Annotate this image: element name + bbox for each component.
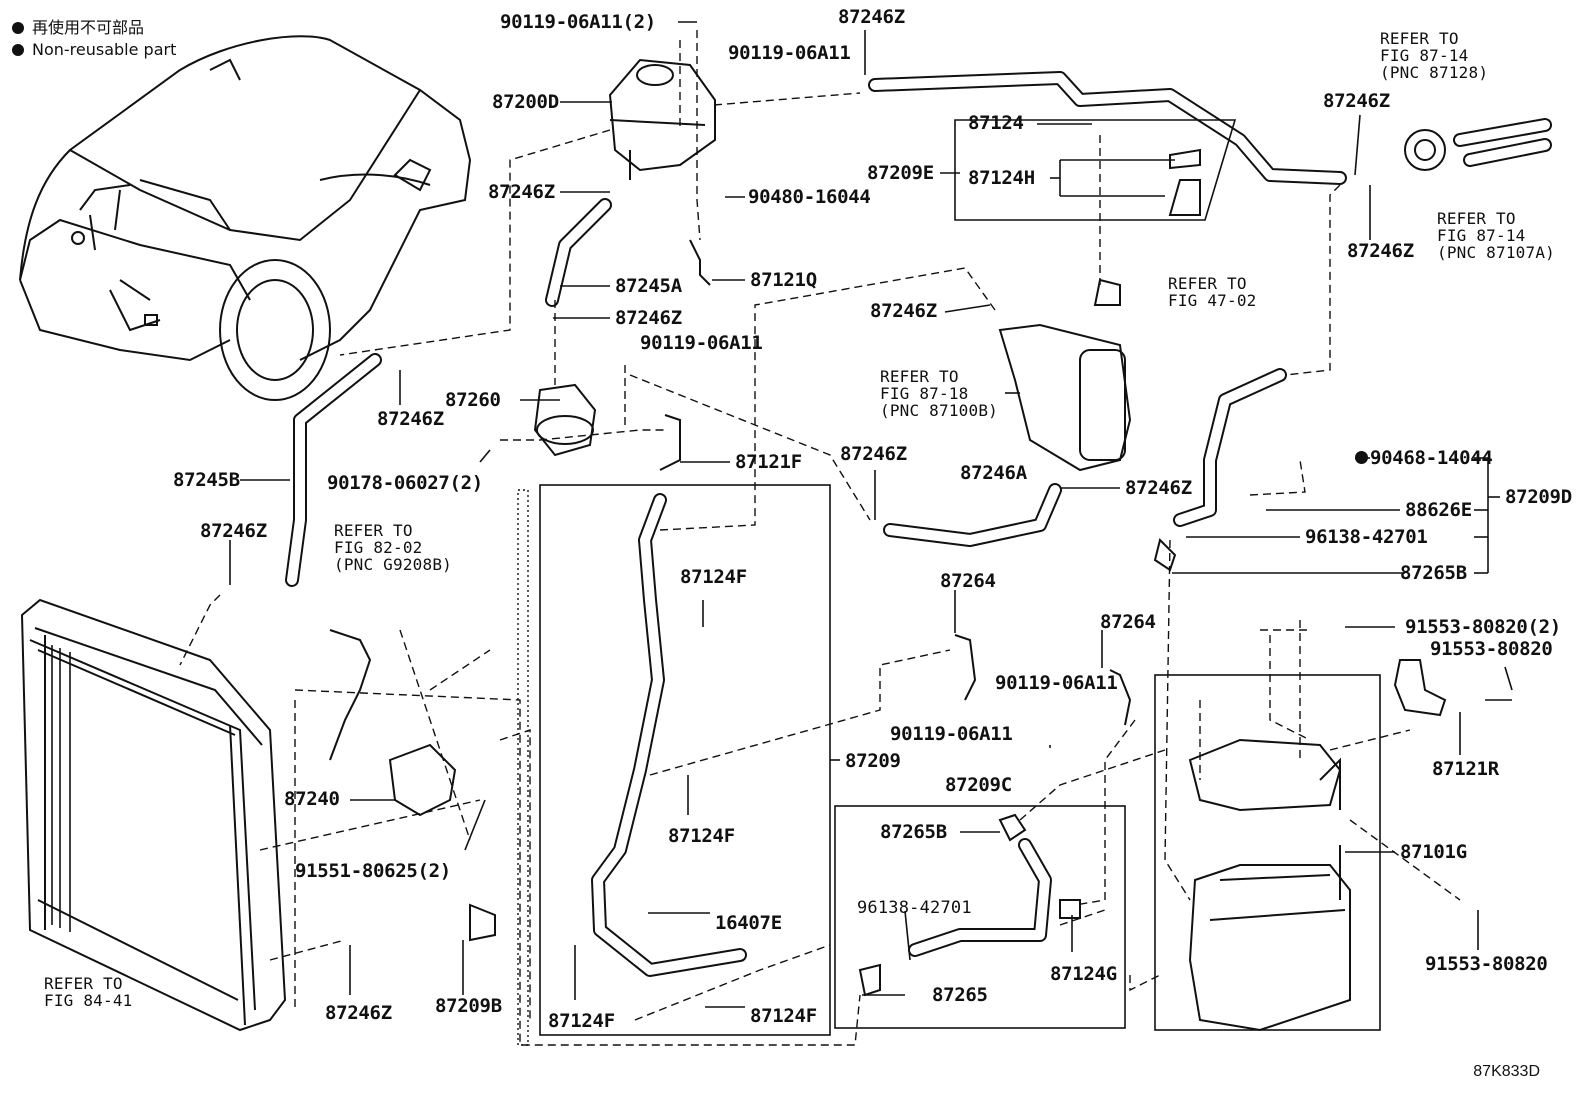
part-label[interactable]: 87124F <box>680 566 747 588</box>
part-label[interactable]: 87246Z <box>1125 477 1192 499</box>
vehicle-illustration <box>19 35 472 401</box>
part-label[interactable]: 87240 <box>284 788 340 810</box>
part-label[interactable]: 87246Z <box>1323 90 1390 112</box>
radiator <box>20 598 287 1032</box>
reference-note[interactable]: REFER TO FIG 47-02 <box>1168 274 1257 310</box>
part-label[interactable]: 16407E <box>715 912 782 934</box>
non-reusable-dot-icon <box>12 22 24 34</box>
reference-note[interactable]: REFER TO FIG 87-14 (PNC 87107A) <box>1437 209 1555 262</box>
part-label[interactable]: 87245B <box>173 469 240 491</box>
part-label[interactable]: 87101G <box>1400 841 1467 863</box>
assembly-dash-lines <box>179 30 1461 1046</box>
part-label[interactable]: 91551-80625(2) <box>295 860 451 882</box>
part-label[interactable]: 96138-42701 <box>1305 526 1428 548</box>
part-label[interactable]: 91553-80820 <box>1425 953 1548 975</box>
part-label[interactable]: 87209C <box>945 774 1012 796</box>
part-label[interactable]: 87246Z <box>870 300 937 322</box>
part-label[interactable]: 87245A <box>615 275 682 297</box>
non-reusable-dot-icon <box>12 44 24 56</box>
legend-text-japanese: 再使用不可部品 <box>32 18 145 37</box>
part-label[interactable]: 87121R <box>1432 758 1499 780</box>
part-label[interactable]: 87124G <box>1050 963 1117 985</box>
part-label[interactable]: 91553-80820(2) <box>1405 616 1561 638</box>
part-label[interactable]: 90119-06A11(2) <box>500 11 656 33</box>
reference-note[interactable]: REFER TO FIG 87-14 (PNC 87128) <box>1380 29 1489 82</box>
part-label[interactable]: 90119-06A11 <box>640 332 763 354</box>
legend-text-english: Non-reusable part <box>32 40 177 59</box>
reference-note[interactable]: REFER TO FIG 87-18 (PNC 87100B) <box>880 367 998 420</box>
part-label[interactable]: 87121Q <box>750 269 817 291</box>
part-label[interactable]: 87246Z <box>615 307 682 329</box>
non-reusable-dot-icon <box>1355 451 1368 464</box>
reference-note[interactable]: REFER TO FIG 84-41 <box>44 974 133 1010</box>
part-label[interactable]: 87246Z <box>488 181 555 203</box>
part-label[interactable]: 91553-80820 <box>1430 638 1553 660</box>
part-label[interactable]: 87124 <box>968 112 1024 134</box>
part-label[interactable]: 87209D <box>1505 486 1572 508</box>
part-label[interactable]: 90178-06027(2) <box>327 472 483 494</box>
hoses <box>285 71 1552 977</box>
part-label[interactable]: 96138-42701 <box>857 898 972 918</box>
part-label[interactable]: 87264 <box>940 570 996 592</box>
part-label[interactable]: 87265B <box>880 821 947 843</box>
part-label[interactable]: 87124H <box>968 167 1035 189</box>
part-label[interactable]: 87246A <box>960 462 1027 484</box>
diagram-code: 87K833D <box>1473 1063 1540 1080</box>
part-label[interactable]: 87246Z <box>377 408 444 430</box>
leader-lines <box>229 21 1513 1008</box>
components <box>329 58 1447 1032</box>
part-label[interactable]: 87265B <box>1400 562 1467 584</box>
part-label[interactable]: 87246Z <box>840 443 907 465</box>
part-label[interactable]: 87209E <box>867 162 934 184</box>
part-label[interactable]: 87246Z <box>1347 240 1414 262</box>
part-label[interactable]: 87246Z <box>838 6 905 28</box>
part-label[interactable]: 87264 <box>1100 611 1156 633</box>
part-label[interactable]: 87246Z <box>325 1002 392 1024</box>
legend-item-japanese: 再使用不可部品 <box>12 14 144 38</box>
part-label[interactable]: 87124F <box>668 825 735 847</box>
part-label[interactable]: 87246Z <box>200 520 267 542</box>
part-label[interactable]: 90119-06A11 <box>728 42 851 64</box>
part-label[interactable]: 87200D <box>492 91 559 113</box>
part-label[interactable]: 87209 <box>845 750 901 772</box>
part-label[interactable]: 90119-06A11 <box>890 723 1013 745</box>
part-label[interactable]: 87124F <box>548 1010 615 1032</box>
part-label[interactable]: 90480-16044 <box>748 186 871 208</box>
legend-item-english: Non-reusable part <box>12 40 176 59</box>
part-label[interactable]: 87265 <box>932 984 988 1006</box>
part-label[interactable]: 87124F <box>750 1005 817 1027</box>
part-label[interactable]: 90119-06A11 <box>995 672 1118 694</box>
part-label[interactable]: 88626E <box>1405 499 1472 521</box>
reference-note[interactable]: REFER TO FIG 82-02 (PNC G9208B) <box>334 521 452 574</box>
part-label[interactable]: 87260 <box>445 389 501 411</box>
part-label[interactable]: 90468-14044 <box>1370 447 1493 469</box>
part-label[interactable]: 87209B <box>435 995 502 1017</box>
part-label[interactable]: 87121F <box>735 451 802 473</box>
